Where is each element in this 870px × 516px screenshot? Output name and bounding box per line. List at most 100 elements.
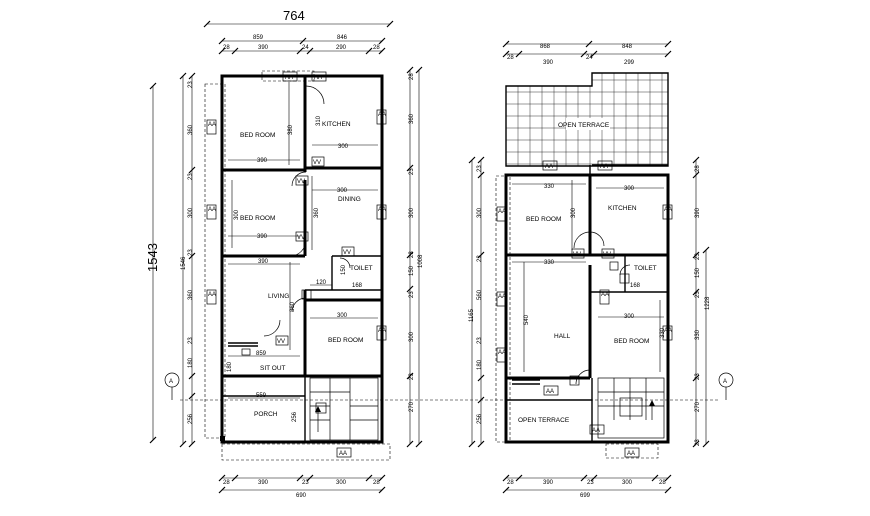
g-bed2-width: 390 (257, 234, 268, 240)
g-tag-aa-5: AA (208, 292, 216, 298)
g-living-height: 360 (290, 301, 296, 312)
g-porch-width: 559 (256, 393, 267, 399)
g-tag-aa-9: AA (339, 451, 347, 457)
f-top-dim-3: 28 (507, 55, 514, 61)
g-right-dim-10: 270 (409, 401, 415, 412)
f-toilet-width: 168 (630, 283, 641, 289)
f-right-dim-9: 23 (695, 439, 701, 446)
g-toilet-d2: 150 (341, 264, 347, 275)
g-left-dim-5: 23 (188, 249, 194, 256)
g-left-dim-4: 300 (188, 207, 194, 218)
g-left-dim-8: 180 (188, 357, 194, 368)
f-room-bedroom2: BED ROOM (614, 338, 649, 345)
g-bed2-height: 300 (234, 209, 240, 220)
f-bot-dim-3: 23 (587, 480, 594, 486)
g-room-toilet: TOILET (350, 265, 373, 272)
f-right-dim-8: 270 (695, 401, 701, 412)
g-left-dim-2: 360 (188, 124, 194, 135)
f-left-dim-1: 23 (477, 165, 483, 172)
g-left-dim-7: 23 (188, 337, 194, 344)
g-right-dim-7: 23 (409, 291, 415, 298)
g-right-dim-9: 23 (409, 373, 415, 380)
f-hall-height: 540 (524, 314, 530, 325)
f-left-dim-3: 23 (477, 255, 483, 262)
g-porch-height: 256 (292, 411, 298, 422)
f-left-dim-5: 23 (477, 337, 483, 344)
g-tag-vv-1: VV (313, 160, 321, 166)
g-tag-aa-2: AA (314, 75, 322, 81)
f-bed1-height: 300 (571, 207, 577, 218)
overall-dimensions: 764 1543 (145, 8, 394, 444)
g-room-bedroom2: BED ROOM (240, 215, 275, 222)
g-bot-dim-5: 28 (373, 480, 380, 486)
g-top-dim-2: 846 (337, 35, 348, 41)
g-room-living: LIVING (268, 293, 289, 300)
g-top-dim-5: 24 (302, 45, 309, 51)
f-tag-aa-2: AA (600, 164, 608, 170)
g-bot-dim-3: 23 (302, 480, 309, 486)
g-top-dim-6: 290 (336, 45, 347, 51)
g-kit-height: 310 (316, 115, 322, 126)
f-tag-aa-9: AA (546, 389, 554, 395)
g-tag-aa-7: AA (378, 207, 386, 213)
f-left-total: 1165 (469, 308, 475, 322)
g-bed1-width: 390 (257, 158, 268, 164)
g-room-sitout: SIT OUT (260, 365, 286, 372)
g-bot-dim-4: 300 (336, 480, 347, 486)
g-right-dim-6: 150 (409, 265, 415, 276)
f-right-dim-2: 390 (695, 207, 701, 218)
f-terrace-tiles: OPEN TERRACE (505, 72, 669, 167)
g-room-bedroom1: BED ROOM (240, 132, 275, 139)
f-top-dim-5: 24 (586, 55, 593, 61)
f-bot-dim-2: 390 (543, 480, 554, 486)
section-marker-left: A (169, 379, 173, 385)
f-bot-dim-1: 28 (507, 480, 514, 486)
g-tag-aa-8: AA (378, 328, 386, 334)
f-tag-aa-6: AA (664, 207, 672, 213)
f-tag-aa-1: AA (545, 164, 553, 170)
g-bed3-width: 300 (337, 313, 348, 319)
f-tag-vv-1: VV (573, 252, 581, 258)
f-tag-aa-10: AA (592, 428, 600, 434)
g-tag-vv-3: VV (297, 235, 305, 241)
f-hall-width: 330 (544, 260, 555, 266)
g-tag-vv-4: VV (343, 250, 351, 256)
f-bed1-width: 330 (544, 184, 555, 190)
f-bed2-width: 300 (624, 314, 635, 320)
g-right-dim-5: 23 (409, 251, 415, 258)
g-sitout-width: 859 (256, 351, 267, 357)
g-right-total: 1008 (418, 254, 424, 268)
section-marker-right: A (723, 379, 727, 385)
g-room-dining: DINING (338, 196, 361, 203)
overall-width-label: 764 (283, 8, 305, 23)
f-right-dim-7: 23 (695, 373, 701, 380)
f-tag-aa-4: AA (498, 294, 506, 300)
g-kit-width: 300 (338, 144, 349, 150)
g-tag-aa-1: AA (285, 75, 293, 81)
g-bot-dim-1: 28 (223, 480, 230, 486)
f-left-dim-4: 560 (477, 289, 483, 300)
f-bot-dim-5: 28 (659, 480, 666, 486)
g-living-width: 390 (258, 259, 269, 265)
g-room-kitchen: KITCHEN (322, 121, 351, 128)
g-top-dim-7: 28 (373, 45, 380, 51)
g-bed1-height: 380 (288, 124, 294, 135)
f-left-dim-2: 300 (477, 207, 483, 218)
f-room-bedroom1: BED ROOM (526, 216, 561, 223)
f-tag-aa-7: AA (601, 292, 609, 298)
g-left-dim-9: 256 (188, 413, 194, 424)
f-right-dim-3: 23 (695, 253, 701, 260)
g-top-dim-1: 859 (253, 35, 264, 41)
g-left-dim-3: 23 (188, 173, 194, 180)
g-dining-height: 360 (314, 207, 320, 218)
g-top-dim-3: 28 (223, 45, 230, 51)
f-kit-width: 300 (624, 186, 635, 192)
f-right-dim-1: 28 (695, 165, 701, 172)
f-right-dim-6: 330 (695, 329, 701, 340)
g-sitout-height: 180 (227, 361, 233, 372)
f-right-dim-4: 150 (695, 267, 701, 278)
f-top-dim-1: 868 (540, 44, 551, 50)
f-room-kitchen: KITCHEN (608, 205, 637, 212)
g-dining-width: 300 (337, 188, 348, 194)
g-right-dim-4: 300 (409, 207, 415, 218)
